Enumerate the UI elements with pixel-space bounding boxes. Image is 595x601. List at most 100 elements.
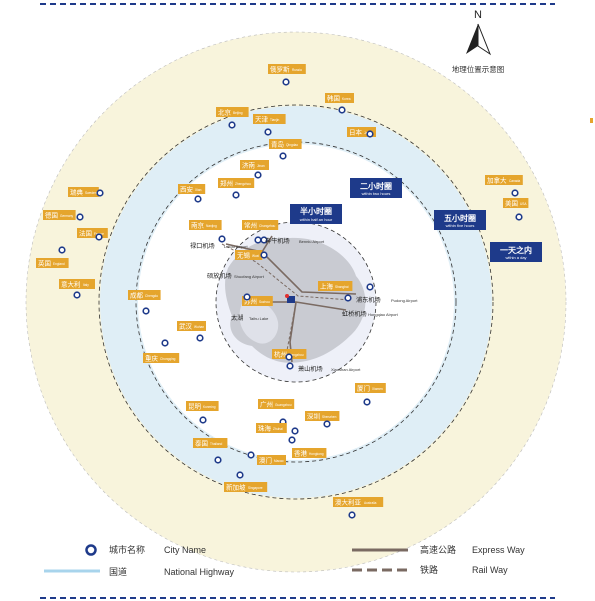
legend-railway: 铁路 Rail Way (352, 564, 508, 576)
city-japan: 日本Japan (347, 127, 376, 138)
city-name-en: Zhuhai (273, 427, 283, 431)
city-name-zh: 美国 (505, 199, 518, 208)
svg-text:五小时圈: 五小时圈 (444, 213, 476, 223)
city-tag (186, 401, 219, 411)
edge-mark (590, 118, 593, 123)
city-name-en: Canada (509, 179, 520, 183)
city-name-en: Suzhou (259, 300, 270, 304)
city-name-zh: 珠海 (258, 424, 272, 433)
city-name-zh: 泰国 (195, 439, 208, 448)
svg-text:二小时圈: 二小时圈 (360, 181, 392, 191)
airport-pudong: 浦东机场 Pudong Airport (344, 294, 418, 304)
ring-label-one-day: 一天之内 within a day (490, 242, 542, 262)
city-tag (189, 220, 222, 230)
city-tag (240, 160, 269, 170)
svg-text:萧山机场: 萧山机场 (298, 365, 323, 373)
city-name-zh: 意大利 (61, 280, 81, 289)
city-tag (193, 438, 228, 448)
svg-text:Benniu Airport: Benniu Airport (299, 239, 325, 244)
north-arrow-icon (466, 23, 492, 56)
city-dot-icon (279, 152, 287, 160)
city-name-zh: 南京 (191, 221, 205, 230)
legend-expressway: 高速公路 Express Way (352, 544, 525, 556)
city-tag (128, 290, 161, 300)
center-marker (287, 296, 295, 303)
city-tag (257, 455, 286, 465)
city-name-zh: 法国 (79, 229, 92, 238)
city-dot-icon (236, 471, 244, 479)
city-name-zh: 天津 (255, 116, 269, 124)
city-name-zh: 无锡 (237, 251, 251, 260)
railways (221, 243, 351, 357)
city-tag (218, 178, 255, 188)
city-dot-icon (232, 191, 240, 199)
svg-text:Xiaoshan Airport: Xiaoshan Airport (331, 367, 361, 372)
city-dot-icon (291, 427, 299, 435)
city-dot-icon (95, 233, 103, 241)
svg-text:铁路: 铁路 (420, 564, 438, 576)
legend-city: 城市名称 City Name (85, 544, 206, 556)
city-tag (347, 127, 376, 137)
city-tag (253, 114, 286, 124)
city-name-zh: 英国 (38, 259, 51, 268)
city-dot-icon (196, 334, 204, 342)
city-markers: 俄罗斯Russia韩国Korea日本Japan北京Beijing天津Tianji… (36, 64, 529, 519)
city-dot-icon (323, 420, 331, 428)
city-name-zh: 上海 (320, 282, 334, 291)
city-dot-icon (96, 189, 104, 197)
legend-highway: 国道 National Highway (44, 566, 235, 578)
city-dot-icon (363, 398, 371, 406)
city-name-en: Hangzhou (289, 353, 304, 357)
city-name-en: USA (520, 202, 527, 206)
city-name-en: Thailand (210, 442, 222, 446)
legend: 城市名称 City Name 国道 National Highway 高速公路 … (44, 544, 525, 578)
city-dot-icon (247, 451, 255, 459)
city-name-en: Singapore (248, 486, 263, 490)
city-name-zh: 昆明 (188, 403, 202, 411)
airport-shuofang: 硕放机场 Shuofang Airport (207, 272, 265, 280)
city-tag (318, 281, 353, 291)
svg-text:National Highway: National Highway (164, 567, 235, 577)
center-dot (285, 294, 289, 298)
city-dot-icon (194, 195, 202, 203)
map-title: 地理位置示意图 (452, 64, 505, 74)
city-dot-icon (366, 130, 374, 138)
city-dot-icon (264, 128, 272, 136)
ring-label-five-hours: 五小时圈 within five hours (434, 210, 486, 230)
city-dot-icon (338, 106, 346, 114)
city-tag (59, 279, 95, 289)
city-tag (178, 184, 206, 194)
city-tag (325, 93, 354, 103)
two-hour-dash (135, 141, 457, 463)
svg-text:太湖: 太湖 (231, 314, 243, 322)
svg-text:Rail Way: Rail Way (472, 565, 508, 575)
city-name-zh: 香港 (294, 449, 308, 458)
city-dot-icon (199, 416, 207, 424)
city-tag (143, 353, 180, 363)
city-tag (43, 210, 76, 220)
five-hour-dash (98, 104, 494, 500)
svg-text:高速公路: 高速公路 (420, 544, 456, 556)
taihu-lake (239, 299, 279, 344)
svg-text:Express Way: Express Way (472, 545, 525, 555)
city-name-zh: 澳门 (259, 456, 272, 465)
city-name-en: Zhengzhou (235, 182, 251, 186)
city-name-en: Tianjin (270, 118, 279, 122)
city-france: 法国France (77, 228, 108, 241)
city-dot-icon (73, 291, 81, 299)
